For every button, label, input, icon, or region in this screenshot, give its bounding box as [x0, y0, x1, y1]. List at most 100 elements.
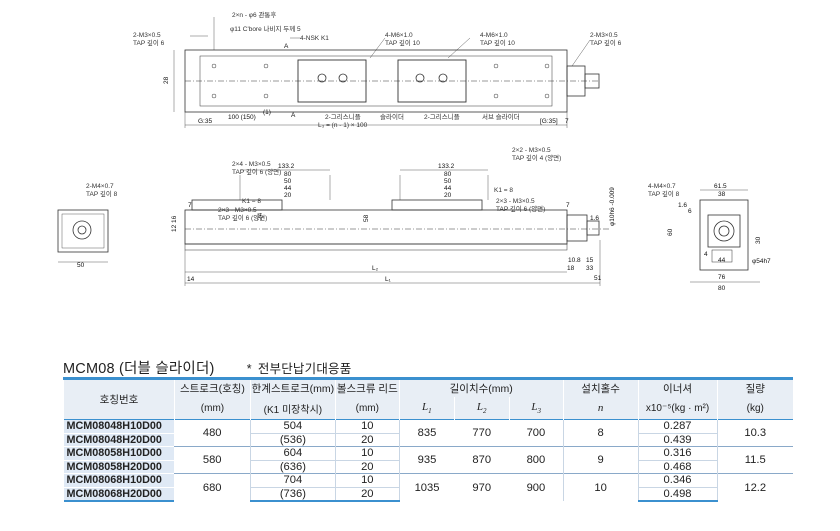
dim-shaft-end: φ54h7: [752, 258, 771, 265]
dim-24: 24: [257, 212, 264, 220]
header-inertia: 이너셔: [637, 377, 718, 397]
spec-table: 호칭번호 스트로크(호칭) 한계스트로크(mm) 볼스크류 리드 길이치수(mm…: [63, 377, 793, 502]
callout-cbore: φ11 C'bore 나비지 두께 5: [230, 24, 301, 33]
dim-80-left: 80: [284, 171, 292, 178]
k1-right: K1 = 8: [494, 187, 513, 194]
dim-33: 33: [586, 265, 594, 272]
section-a-bottom: A: [291, 112, 296, 119]
dim-44-right: 44: [444, 185, 452, 192]
lead-value: 20: [334, 459, 400, 474]
dim-15: 15: [586, 257, 594, 264]
limit-stroke-alt: (536): [249, 432, 336, 447]
dim-30: 30: [755, 236, 762, 244]
model-number: MCM08058H10D00: [63, 446, 175, 460]
l3-value: 900: [509, 473, 564, 501]
callout-m3-right: 2-M3×0.5: [590, 32, 618, 39]
unit-l3-letter: L: [531, 400, 538, 413]
lead-value: 20: [334, 432, 400, 447]
mount-value: 10: [562, 473, 639, 501]
header-mount: 설치홀수: [562, 377, 639, 397]
inertia-value: 0.346: [637, 473, 718, 487]
inertia-value: 0.439: [637, 432, 718, 447]
series-name: MCM08 (더블 슬라이더): [63, 361, 215, 377]
callout-through-hole: 2×n - φ6 관통후: [232, 10, 276, 19]
unit-l2-letter: L: [476, 400, 484, 413]
unit-inertia: x10⁻⁵(kg · m²): [637, 397, 718, 420]
callout-end-left-b: TAP 깊이 8: [86, 189, 118, 198]
dim-l2: L₂: [372, 265, 379, 272]
model-number: MCM08068H20D00: [63, 486, 175, 502]
dim-44-left: 44: [284, 185, 292, 192]
dim-l1: L₁: [385, 276, 392, 283]
header-lead: 볼스크류 리드: [334, 377, 400, 397]
dim-38: 38: [718, 191, 726, 198]
slider-label: 슬라이더: [380, 112, 404, 121]
limit-stroke-alt: (636): [249, 459, 336, 474]
unit-l1-letter: L: [421, 400, 429, 413]
l2-value: 770: [454, 419, 510, 447]
callout-end-right: 4-M4×0.7: [648, 183, 676, 190]
dim-60: 60: [667, 228, 674, 236]
unit-limit-stroke: (K1 미장착시): [249, 397, 336, 420]
unit-l2: L2: [453, 397, 510, 420]
model-number: MCM08068H10D00: [63, 473, 175, 487]
unit-mass: (kg): [716, 397, 793, 420]
dim-20-left: 20: [284, 192, 292, 199]
inertia-value: 0.468: [637, 459, 718, 474]
dim-51: 51: [594, 275, 602, 282]
dim-shaft-tol: φ10h6 -0.009: [609, 187, 616, 226]
unit-stroke: (mm): [173, 397, 251, 420]
sub-slider-label: 서브 슬라이더: [482, 112, 520, 121]
model-number: MCM08048H20D00: [63, 432, 175, 447]
dim-6: 6: [688, 208, 692, 215]
dim-g35-left: G:35: [198, 118, 212, 125]
callout-tap-left: TAP 깊이 6: [133, 38, 165, 47]
header-mass: 질량: [716, 377, 793, 397]
table-row: MCM08068H10D00 680 704 10 1035 970 900 1…: [63, 473, 793, 501]
stroke-value: 680: [174, 473, 251, 501]
dim-80-right: 80: [444, 171, 452, 178]
dim-18: 18: [567, 265, 575, 272]
dim-1332-left: 133.2: [278, 163, 295, 170]
callout-side-l2b: TAP 깊이 6 (양면): [218, 213, 267, 222]
dim-7-side-left: 7: [188, 202, 192, 209]
header-model: 호칭번호: [63, 377, 175, 420]
header-limit-stroke: 한계스트로크(mm): [249, 377, 336, 397]
dim-16-end: 1.6: [678, 202, 687, 209]
dim-pitch: 100 (150): [228, 114, 256, 121]
stroke-value: 480: [174, 419, 251, 447]
callout-side-l1: 2×4 - M3×0.5: [232, 161, 271, 168]
dim-g35-right: [G:35]: [540, 118, 558, 125]
l3-value: 700: [509, 419, 564, 447]
callout-side-r1: 2×2 - M3×0.5: [512, 147, 551, 154]
dim-1332-right: 133.2: [438, 163, 455, 170]
callout-tap-a: TAP 깊이 10: [385, 38, 420, 47]
lead-value: 10: [334, 446, 400, 460]
top-view: [173, 17, 600, 128]
mass-value: 11.5: [716, 446, 793, 474]
mount-value: 8: [562, 419, 639, 447]
limit-stroke-value: 604: [249, 446, 336, 460]
callout-side-r1b: TAP 깊이 4 (양면): [512, 153, 561, 162]
dim-50-end: 50: [77, 262, 85, 269]
end-view-right: [690, 189, 760, 283]
l2-value: 970: [454, 473, 510, 501]
header-stroke: 스트로크(호칭): [173, 377, 251, 397]
l3-value: 800: [509, 446, 564, 474]
pitch-note: (1): [263, 109, 271, 116]
l2-value: 870: [454, 446, 510, 474]
stock-note-text: 전부단납기대응품: [257, 362, 352, 376]
dim-4: 4: [704, 251, 708, 258]
section-a-top: A: [284, 43, 289, 50]
limit-stroke-value: 704: [249, 473, 336, 487]
dim-44-end: 44: [718, 257, 726, 264]
mount-value: 9: [562, 446, 639, 474]
mass-value: 12.2: [716, 473, 793, 501]
unit-mount: n: [562, 397, 639, 420]
callout-nsk: 4-NSK K1: [300, 35, 329, 42]
table-row: MCM08058H20D00 (636) 20 0.468: [63, 459, 794, 474]
side-view: [184, 169, 610, 286]
callout-tap-right: TAP 깊이 6: [590, 38, 622, 47]
callout-side-l2: 2×3 - M3×0.5: [218, 207, 257, 214]
inertia-value: 0.498: [637, 486, 718, 502]
